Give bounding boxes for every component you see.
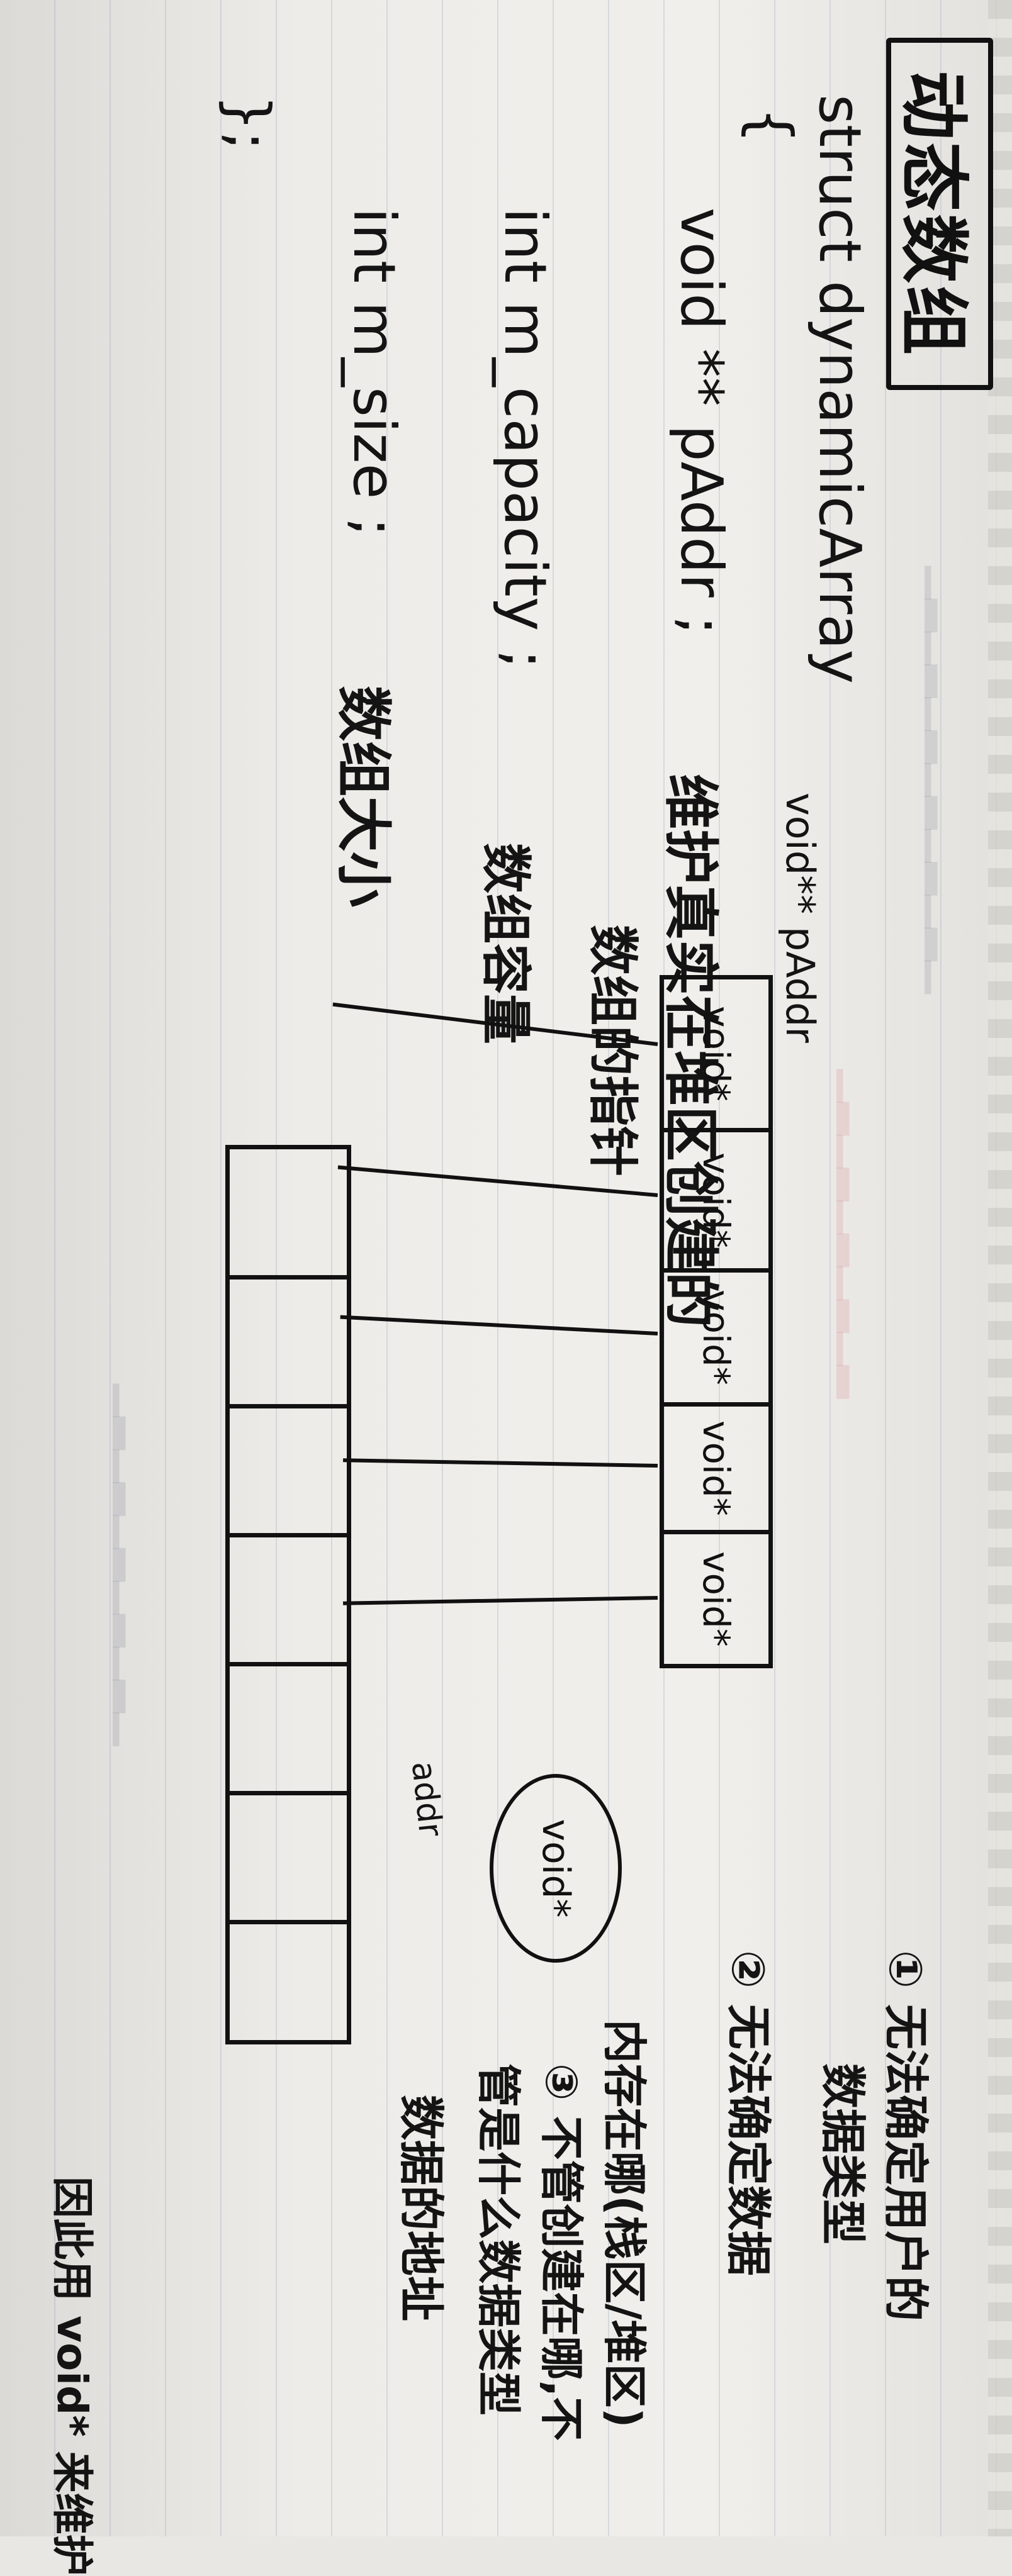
bleed-through: ▁▂▁▂▁▂▁▂▁▂: [836, 1069, 886, 1398]
pointer-cell: void*: [660, 975, 773, 1132]
side-note-1: ① 无法确定用户的: [879, 1950, 932, 2322]
pointer-cell: void*: [660, 1128, 773, 1273]
side-note-3-line2: ③ 不管创建在哪,不: [536, 2063, 587, 2441]
void-pointer-ellipse: void*: [490, 1774, 622, 1963]
side-note-3: 内存在哪(栈区/堆区): [599, 2019, 650, 2428]
note-title: 动态数组: [893, 70, 974, 357]
side-note-1-line2: 数据类型: [816, 2063, 869, 2245]
field-capacity-comment: 数组容量: [476, 843, 535, 1044]
field-size: int m_size ;: [340, 208, 408, 537]
element-array: [225, 1145, 351, 2044]
field-capacity: int m_capacity ;: [492, 208, 559, 669]
field-paddr: void ** pAddr ;: [668, 208, 735, 635]
element-divider: [230, 1404, 347, 1408]
pointer-arrow: [343, 1596, 658, 1605]
side-note-2: ② 无法确定数据: [722, 1950, 775, 2277]
notebook-binding: [988, 0, 1012, 2536]
pointer-cell-label: void*: [695, 1006, 738, 1101]
side-note-3-line3: 管是什么数据类型: [473, 2063, 524, 2416]
conclusion-note: 因此用 void* 来维护: [48, 2177, 96, 2576]
pointer-array-label: void** pAddr: [777, 793, 823, 1043]
element-divider: [230, 1275, 347, 1280]
pointer-cell: void*: [660, 1530, 773, 1668]
element-divider: [230, 1662, 347, 1666]
pointer-cell: void*: [660, 1402, 773, 1534]
pointer-arrow: [340, 1315, 658, 1335]
element-divider: [230, 1791, 347, 1795]
addr-label: addr: [403, 1759, 450, 1839]
field-size-comment: 数组大小: [331, 686, 396, 908]
bleed-through: ▁▂▁▂▁▂▁▂▁▂▁▂▁: [925, 566, 974, 994]
void-pointer-label: void*: [534, 1819, 578, 1918]
struct-declaration: struct dynamicArray: [806, 94, 874, 684]
pointer-cell-label: void*: [695, 1290, 738, 1385]
bleed-through: ▁▂▁▂▁▂▁▂▁▂▁: [113, 1384, 162, 1746]
field-paddr-comment-line2: 数组的指针: [583, 925, 642, 1176]
open-brace: {: [737, 107, 804, 144]
pointer-cell-label: void*: [695, 1420, 738, 1516]
pointer-cell-label: void*: [695, 1152, 738, 1248]
close-brace: };: [215, 94, 282, 151]
title-box: 动态数组: [886, 38, 993, 390]
element-divider: [230, 1533, 347, 1537]
pointer-arrow: [343, 1458, 658, 1468]
side-note-3-line4: 数据的地址: [395, 2095, 447, 2322]
pointer-cell: void*: [660, 1268, 773, 1407]
element-divider: [230, 1920, 347, 1924]
pointer-cell-label: void*: [695, 1551, 738, 1647]
